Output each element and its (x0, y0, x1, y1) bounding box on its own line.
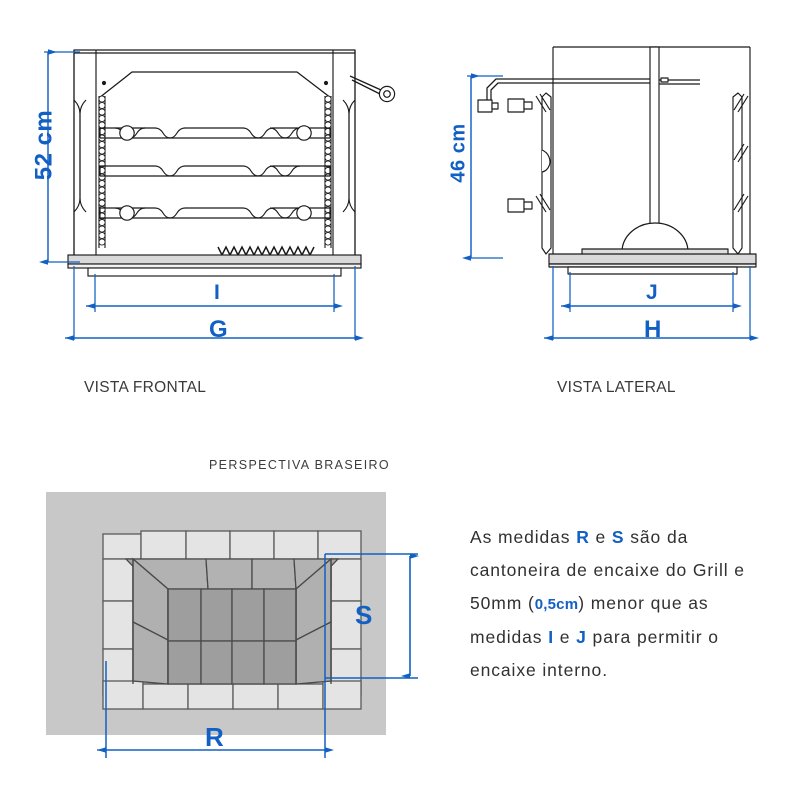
note-part-5: e (553, 627, 577, 647)
side-view-drawing (477, 46, 757, 275)
front-view-drawing (73, 49, 356, 263)
side-hook-right-2 (733, 143, 749, 163)
perspective-braseiro-title: PERSPECTIVA BRASEIRO (209, 458, 390, 472)
note-measure-cm: 0,5cm (534, 596, 579, 613)
dimension-label-height-side: 46 cm (447, 123, 470, 183)
note-letter-S: S (611, 527, 625, 547)
ember-guard-zigzag (217, 245, 315, 257)
dimension-label-J: J (646, 281, 658, 304)
grill-shelf-middle (99, 165, 331, 177)
perspective-braseiro-image (46, 492, 386, 735)
dimension-label-I: I (214, 281, 220, 304)
perspective-dimension-lines (97, 553, 419, 758)
crank-handle (349, 75, 396, 103)
side-hook-left-2 (507, 193, 551, 213)
dimension-label-R: R (205, 722, 224, 752)
dimension-label-height-front: 52 cm (30, 109, 58, 181)
side-hook-left-1 (507, 93, 551, 113)
caption-vista-lateral: VISTA LATERAL (557, 379, 676, 396)
dimension-label-G: G (209, 316, 228, 343)
note-part-3: são da cantoneira de encaixe do Grill e … (470, 527, 745, 613)
side-hook-right-1 (733, 93, 749, 113)
explanatory-note: As medidas R e S são da cantoneira de en… (470, 521, 770, 687)
note-part-6: para permitir o encaixe interno. (470, 627, 719, 680)
front-dimension-lines (39, 49, 364, 341)
note-letter-I: I (548, 627, 554, 647)
dimension-label-S: S (355, 600, 373, 630)
side-hook-right-3 (733, 193, 749, 213)
front-base-plate (67, 254, 362, 277)
grill-shelf-bottom (99, 205, 331, 221)
dimension-label-H: H (644, 316, 662, 343)
side-dimension-lines (462, 73, 759, 341)
note-part-2: e (589, 527, 612, 547)
note-letter-J: J (576, 627, 587, 647)
note-part-1: As medidas (470, 527, 577, 547)
grill-shelf-top (99, 125, 331, 141)
caption-vista-frontal: VISTA FRONTAL (84, 379, 207, 396)
note-letter-R: R (576, 527, 590, 547)
note-part-4: ) menor que as medidas (470, 593, 709, 647)
